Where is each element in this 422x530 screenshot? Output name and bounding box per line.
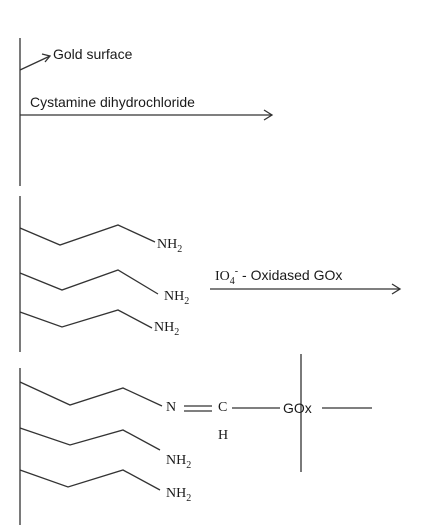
amine-subscript: 2 bbox=[177, 244, 183, 255]
amine-group-2-3: NH2 bbox=[154, 320, 180, 338]
periodate-base: IO bbox=[215, 269, 230, 284]
alkyl-chain-3-2 bbox=[19, 427, 161, 451]
amine-subscript: 2 bbox=[184, 296, 190, 307]
imine-nitrogen: N bbox=[166, 400, 177, 415]
amine-group-3-2: NH2 bbox=[166, 486, 192, 504]
oxidation-arrowhead bbox=[391, 283, 402, 295]
alkyl-chain-2-1 bbox=[19, 224, 156, 246]
alkyl-chain-2-2 bbox=[19, 269, 159, 295]
amine-subscript: 2 bbox=[186, 493, 192, 504]
cystamine-arrowhead bbox=[263, 109, 274, 121]
amine-base: NH bbox=[166, 486, 187, 501]
amine-group-2-1: NH2 bbox=[157, 237, 183, 255]
oxidation-reagent-label: IO4- - Oxidased GOx bbox=[215, 266, 343, 287]
periodate-subscript: 4 bbox=[229, 276, 235, 287]
gold-surface-pointer-arrowhead bbox=[41, 53, 52, 63]
alkyl-chain-3-3 bbox=[19, 469, 161, 491]
cystamine-label: Cystamine dihydrochloride bbox=[30, 94, 195, 110]
amine-group-2-2: NH2 bbox=[164, 289, 190, 307]
imine-carbon: C bbox=[218, 400, 228, 415]
gold-surface-pointer-arrow bbox=[19, 55, 51, 71]
amine-base: NH bbox=[164, 289, 185, 304]
imine-hydrogen: H bbox=[218, 428, 229, 443]
amine-base: NH bbox=[157, 237, 178, 252]
amine-base: NH bbox=[166, 453, 187, 468]
gold-surface-label: Gold surface bbox=[53, 46, 133, 62]
periodate-charge: - bbox=[234, 266, 239, 277]
gox-enzyme-label: GOx bbox=[283, 400, 312, 416]
amine-base: NH bbox=[154, 320, 175, 335]
amine-group-3-1: NH2 bbox=[166, 453, 192, 471]
alkyl-chain-3-1 bbox=[19, 381, 163, 407]
amine-subscript: 2 bbox=[186, 460, 192, 471]
oxidised-gox-text: - Oxidased GOx bbox=[242, 267, 343, 283]
amine-subscript: 2 bbox=[174, 327, 180, 338]
alkyl-chain-2-3 bbox=[19, 309, 153, 329]
